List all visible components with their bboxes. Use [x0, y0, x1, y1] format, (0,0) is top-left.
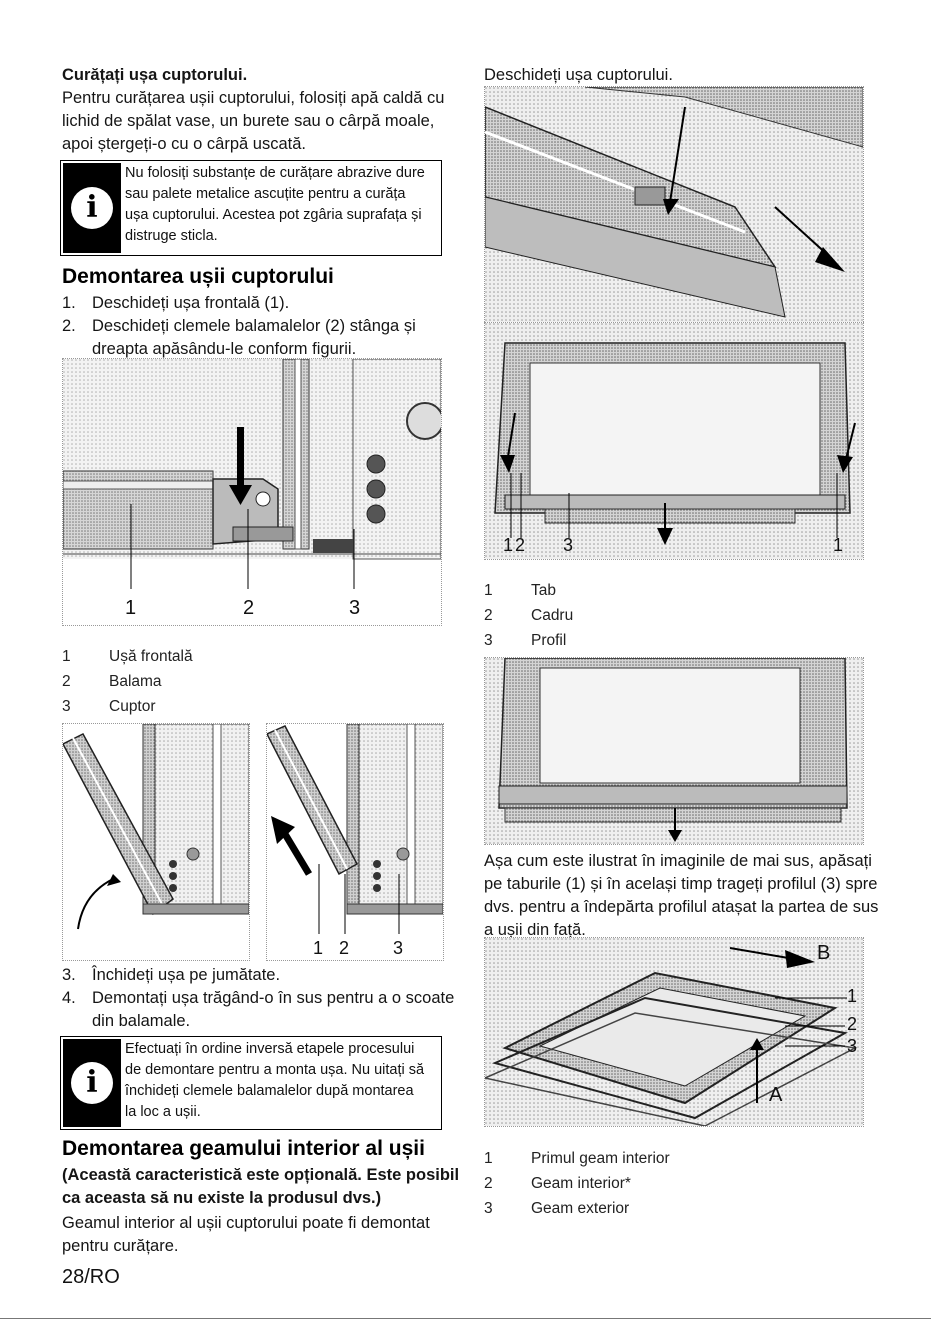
- legend-label: Balama: [109, 673, 162, 690]
- door-removal-heading: Demontarea ușii cuptorului: [62, 265, 334, 288]
- frame-label-2: 2: [515, 535, 526, 555]
- step-1-text: Deschideți ușa frontală (1).: [92, 294, 290, 312]
- legend-label: Primul geam interior: [531, 1150, 670, 1167]
- page-footer-rule: [0, 1318, 931, 1319]
- glass-subheading-2: ca aceasta să nu existe la produsul dvs.…: [62, 1189, 382, 1207]
- cleaning-line-1: Pentru curățarea ușii cuptorului, folosi…: [62, 89, 445, 107]
- warning-line: sau palete metalice ascuțite pentru a cu…: [125, 186, 406, 202]
- legend-num: 1: [484, 1150, 493, 1167]
- legend-label: Geam exterior: [531, 1200, 630, 1217]
- glass-label-a: A: [769, 1084, 783, 1106]
- warning-line: la loc a ușii.: [125, 1104, 201, 1120]
- lifting-door-figure: 1 2 3: [266, 723, 444, 961]
- glass-removal-heading: Demontarea geamului interior al ușii: [62, 1137, 425, 1160]
- glass-layers-figure: B 1 2 3 A: [484, 937, 864, 1127]
- legend-label: Cadru: [531, 607, 574, 624]
- step-2-num: 2.: [62, 317, 76, 335]
- legend-label: Tab: [531, 582, 556, 599]
- frame-label-1b: 1: [833, 535, 844, 555]
- hinge-label-1: 1: [125, 597, 137, 619]
- right-paragraph-2: pe taburile (1) și în același timp trage…: [484, 875, 878, 893]
- glass-subheading-1: (Această caracteristică este opțională. …: [62, 1166, 460, 1184]
- right-intro: Deschideți ușa cuptorului.: [484, 66, 673, 84]
- glass-label-b: B: [817, 942, 831, 964]
- warning-line: închideți clemele balamalelor după monta…: [125, 1083, 414, 1099]
- step-3-num: 3.: [62, 966, 76, 984]
- half-closed-door-figure: [62, 723, 250, 961]
- legend-num: 1: [484, 582, 493, 599]
- step-3-text: Închideți ușa pe jumătate.: [92, 966, 281, 984]
- warning-line: de demontare pentru a monta ușa. Nu uita…: [125, 1062, 425, 1078]
- cleaning-line-2: lichid de spălat vase, un burete sau o c…: [62, 112, 435, 130]
- cleaning-title: Curățați ușa cuptorului.: [62, 66, 248, 84]
- hinge-label-2: 2: [243, 597, 255, 619]
- cleaning-warning-box: i Nu folosiți substanțe de curățare abra…: [60, 160, 442, 256]
- warning-line: distruge sticla.: [125, 228, 218, 244]
- reassembly-warning-box: i Efectuați în ordine inversă etapele pr…: [60, 1036, 442, 1130]
- hinge-figure: 1 2 3: [62, 358, 442, 626]
- lift-label-1: 1: [313, 938, 324, 958]
- legend-label: Geam interior*: [531, 1175, 631, 1192]
- frame-label-3: 3: [563, 535, 574, 555]
- legend-label: Cuptor: [109, 698, 156, 715]
- step-4-text-2: din balamale.: [92, 1012, 191, 1030]
- glass-label-3: 3: [847, 1036, 858, 1056]
- step-2-text-2: dreapta apăsându-le conform figurii.: [92, 340, 357, 358]
- page-number: 28/RO: [62, 1266, 120, 1288]
- legend-num: 2: [484, 607, 493, 624]
- glass-line-2: pentru curățare.: [62, 1237, 179, 1255]
- legend-label: Profil: [531, 632, 567, 649]
- profile-removed-figure: [484, 657, 864, 845]
- right-paragraph-1: Așa cum este ilustrat în imaginile de ma…: [484, 852, 872, 870]
- warning-line: Nu folosiți substanțe de curățare abrazi…: [125, 165, 425, 181]
- frame-label-1: 1: [503, 535, 514, 555]
- lift-label-2: 2: [339, 938, 350, 958]
- glass-line-1: Geamul interior al ușii cuptorului poate…: [62, 1214, 430, 1232]
- legend-num: 3: [484, 632, 493, 649]
- info-icon: i: [63, 1039, 121, 1127]
- legend-num: 2: [62, 673, 71, 690]
- info-icon: i: [63, 163, 121, 253]
- warning-line: Efectuați în ordine inversă etapele proc…: [125, 1041, 415, 1057]
- right-paragraph-3: dvs. pentru a îndepărta profilul atașat …: [484, 898, 879, 916]
- step-2-text-1: Deschideți clemele balamalelor (2) stâng…: [92, 317, 416, 335]
- legend-num: 3: [484, 1200, 493, 1217]
- warning-line: ușa cuptorului. Acestea pot zgâria supra…: [125, 207, 422, 223]
- open-door-figure: [484, 86, 864, 324]
- legend-num: 3: [62, 698, 71, 715]
- legend-num: 1: [62, 648, 71, 665]
- reassembly-warning-text: Efectuați în ordine inversă etapele proc…: [125, 1039, 437, 1123]
- step-4-text-1: Demontați ușa trăgând-o în sus pentru a …: [92, 989, 455, 1007]
- cleaning-warning-text: Nu folosiți substanțe de curățare abrazi…: [125, 163, 437, 247]
- legend-num: 2: [484, 1175, 493, 1192]
- step-1-num: 1.: [62, 294, 76, 312]
- glass-label-1: 1: [847, 986, 858, 1006]
- step-4-num: 4.: [62, 989, 76, 1007]
- legend-label: Ușă frontală: [109, 648, 193, 665]
- right-paragraph-4: a ușii din față.: [484, 921, 586, 939]
- hinge-label-3: 3: [349, 597, 361, 619]
- lift-label-3: 3: [393, 938, 404, 958]
- door-frame-tabs-figure: 1 2 3 1: [484, 322, 864, 560]
- glass-label-2: 2: [847, 1014, 858, 1034]
- cleaning-line-3: apoi ștergeți-o cu o cârpă uscată.: [62, 135, 306, 153]
